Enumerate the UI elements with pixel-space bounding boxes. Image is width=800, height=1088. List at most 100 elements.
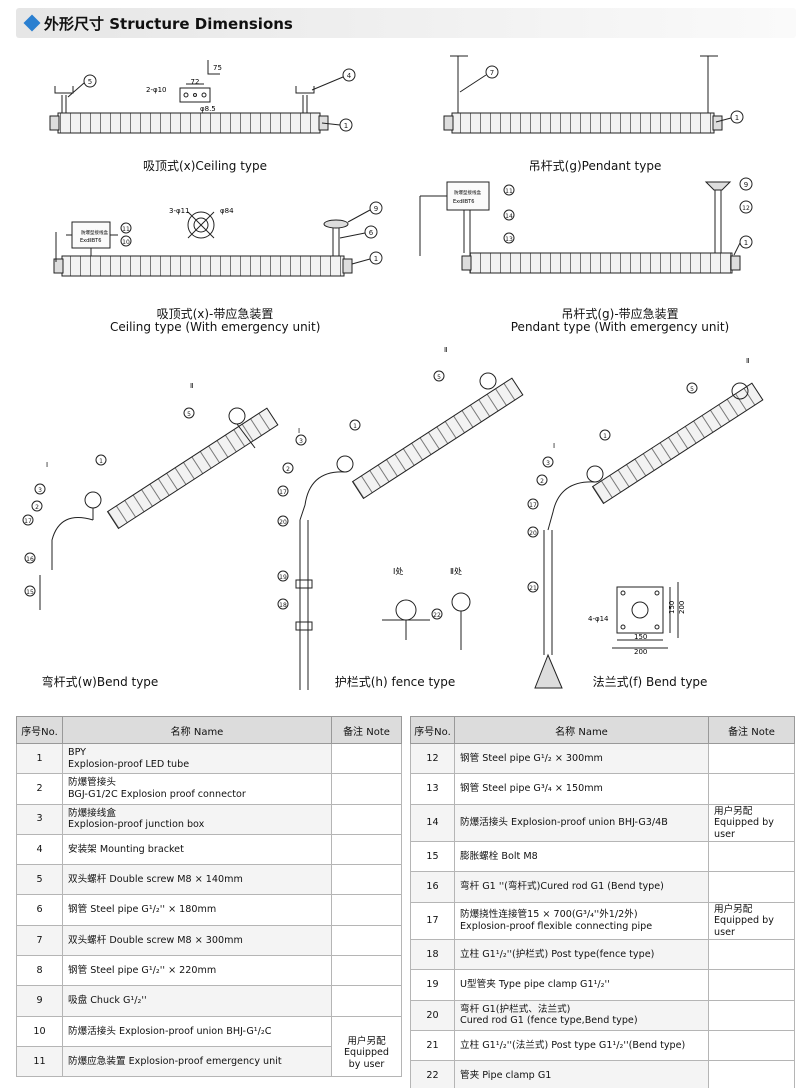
row-no: 20 bbox=[410, 999, 455, 1032]
svg-text:3: 3 bbox=[299, 438, 303, 445]
row-name-line1: 弯杆 G1(护栏式、法兰式) bbox=[460, 1003, 571, 1015]
flange-type-drawing: 3 2 17 20 21 1 5 bbox=[527, 382, 764, 689]
dim-150-w: 150 bbox=[634, 633, 647, 641]
row-name: 立柱 G1¹/₂''(法兰式) Post type G1¹/₂''(Bend t… bbox=[454, 1030, 709, 1062]
svg-text:21: 21 bbox=[529, 585, 537, 592]
row-no: 4 bbox=[16, 833, 63, 866]
caption-ceiling-em-en: Ceiling type (With emergency unit) bbox=[110, 320, 321, 334]
row-no: 2 bbox=[16, 773, 63, 805]
row-name: 钢管 Steel pipe G¹/₂ × 300mm bbox=[454, 742, 709, 775]
parts-table-right: 序号No. 名称 Name 备注 Note 12 钢管 Steel pipe G… bbox=[410, 716, 795, 1088]
svg-text:5: 5 bbox=[187, 411, 191, 418]
note-line2: Equipped by user bbox=[714, 817, 774, 840]
row-name: 弯杆 G1 ''(弯杆式)Cured rod G1 (Bend type) bbox=[454, 871, 709, 903]
row-name: 防爆活接头 Explosion-proof union BHJ-G¹/₂C bbox=[62, 1015, 332, 1047]
svg-text:3: 3 bbox=[546, 460, 550, 467]
table-header-row: 序号No. 名称 Name 备注 Note bbox=[16, 716, 402, 744]
svg-text:5: 5 bbox=[690, 386, 694, 393]
table-row: 13 钢管 Steel pipe G³/₄ × 150mm bbox=[410, 773, 795, 805]
dim-phi84: φ84 bbox=[220, 207, 234, 215]
col-header-name: 名称 Name bbox=[62, 716, 332, 744]
row-note bbox=[331, 803, 402, 835]
table-row: 20 弯杆 G1(护栏式、法兰式)Cured rod G1 (fence typ… bbox=[410, 999, 795, 1032]
row-note bbox=[708, 999, 795, 1032]
dim-2-phi10: 2-φ10 bbox=[146, 86, 167, 94]
row-name-line2: Cured rod G1 (fence type,Bend type) bbox=[460, 1015, 638, 1027]
svg-text:9: 9 bbox=[374, 205, 378, 213]
svg-text:12: 12 bbox=[742, 205, 750, 212]
svg-text:10: 10 bbox=[122, 239, 130, 246]
box-label-b: ExdⅡBT6 bbox=[80, 238, 101, 244]
section-title: 外形尺寸 Structure Dimensions bbox=[44, 15, 293, 33]
row-name-line1: 防爆挠性连接管15 × 700(G³/₄''外1/2外) bbox=[460, 909, 638, 921]
row-name: 安装架 Mounting bracket bbox=[62, 833, 332, 866]
svg-text:1: 1 bbox=[744, 239, 748, 247]
row-no: 3 bbox=[16, 803, 63, 835]
box-label-a: 防爆型接线盒 bbox=[81, 229, 108, 236]
row-note bbox=[708, 871, 795, 903]
row-name-line2: Explosion-proof LED tube bbox=[68, 758, 190, 770]
detail-ii-label: Ⅱ处 bbox=[450, 566, 462, 576]
svg-text:1: 1 bbox=[735, 114, 739, 122]
svg-text:5: 5 bbox=[88, 78, 92, 86]
svg-text:3: 3 bbox=[38, 487, 42, 494]
ceiling-emergency-drawing: 11 10 9 6 1 bbox=[53, 201, 383, 277]
row-name-line2: Explosion-proof flexible connecting pipe bbox=[460, 920, 653, 932]
caption-pendant-em-en: Pendant type (With emergency unit) bbox=[510, 320, 730, 334]
svg-text:5: 5 bbox=[437, 374, 441, 381]
row-note bbox=[331, 955, 402, 987]
row-name: 防爆活接头 Explosion-proof union BHJ-G3/4B bbox=[454, 803, 709, 843]
row-note bbox=[331, 833, 402, 866]
row-note bbox=[331, 985, 402, 1017]
svg-text:1: 1 bbox=[344, 122, 348, 130]
flange-detail-ii: Ⅱ bbox=[746, 357, 749, 365]
row-name: 弯杆 G1(护栏式、法兰式)Cured rod G1 (fence type,B… bbox=[454, 999, 709, 1032]
table-row: 7 双头螺杆 Double screw M8 × 300mm bbox=[16, 924, 402, 957]
svg-text:2: 2 bbox=[286, 466, 290, 473]
dim-200-w: 200 bbox=[634, 648, 647, 656]
row-no: 11 bbox=[16, 1045, 63, 1078]
caption-fence: 护栏式(h) fence type bbox=[334, 675, 456, 689]
row-name: U型管夹 Type pipe clamp G1¹/₂'' bbox=[454, 969, 709, 1001]
caption-bend: 弯杆式(w)Bend type bbox=[41, 675, 159, 689]
row-no: 19 bbox=[410, 969, 455, 1001]
row-note bbox=[708, 939, 795, 971]
row-name-line1: BPY bbox=[68, 747, 87, 759]
table-row: 21 立柱 G1¹/₂''(法兰式) Post type G1¹/₂''(Ben… bbox=[410, 1030, 795, 1062]
table-row: 12 钢管 Steel pipe G¹/₂ × 300mm bbox=[410, 742, 795, 775]
row-name: 双头螺杆 Double screw M8 × 300mm bbox=[62, 924, 332, 957]
row-no: 17 bbox=[410, 901, 455, 941]
svg-text:17: 17 bbox=[529, 502, 537, 509]
caption-ceiling: 吸顶式(x)Ceiling type bbox=[142, 159, 268, 173]
col-header-no: 序号No. bbox=[410, 716, 455, 744]
svg-text:11: 11 bbox=[122, 226, 130, 233]
svg-text:2: 2 bbox=[540, 478, 544, 485]
svg-text:14: 14 bbox=[505, 213, 513, 220]
row-name-line2: Explosion-proof junction box bbox=[68, 819, 205, 831]
row-note bbox=[331, 773, 402, 805]
svg-text:17: 17 bbox=[279, 489, 287, 496]
row-note bbox=[708, 1060, 795, 1088]
table-row: 17 防爆挠性连接管15 × 700(G³/₄''外1/2外)Explosion… bbox=[410, 901, 795, 941]
row-no: 7 bbox=[16, 924, 63, 957]
box-label-d: ExdⅡBT6 bbox=[453, 199, 474, 205]
table-row: 18 立柱 G1¹/₂''(护栏式) Post type(fence type) bbox=[410, 939, 795, 971]
dim-phi8-5: φ8.5 bbox=[200, 105, 216, 113]
svg-text:15: 15 bbox=[26, 589, 34, 596]
note-line1: 用户另配 bbox=[347, 1035, 386, 1047]
table-row: 16 弯杆 G1 ''(弯杆式)Cured rod G1 (Bend type) bbox=[410, 871, 795, 903]
table-row: 8 钢管 Steel pipe G¹/₂'' × 220mm bbox=[16, 955, 402, 987]
row-name: 钢管 Steel pipe G³/₄ × 150mm bbox=[454, 773, 709, 805]
svg-text:6: 6 bbox=[369, 229, 374, 237]
row-no: 13 bbox=[410, 773, 455, 805]
svg-text:1: 1 bbox=[99, 458, 103, 465]
row-no: 9 bbox=[16, 985, 63, 1017]
row-name-line1: 防爆管接头 bbox=[68, 777, 116, 789]
table-row: 11 防爆应急装置 Explosion-proof emergency unit bbox=[16, 1045, 402, 1078]
flange-detail-i: Ⅰ bbox=[553, 442, 555, 450]
row-no: 16 bbox=[410, 871, 455, 903]
